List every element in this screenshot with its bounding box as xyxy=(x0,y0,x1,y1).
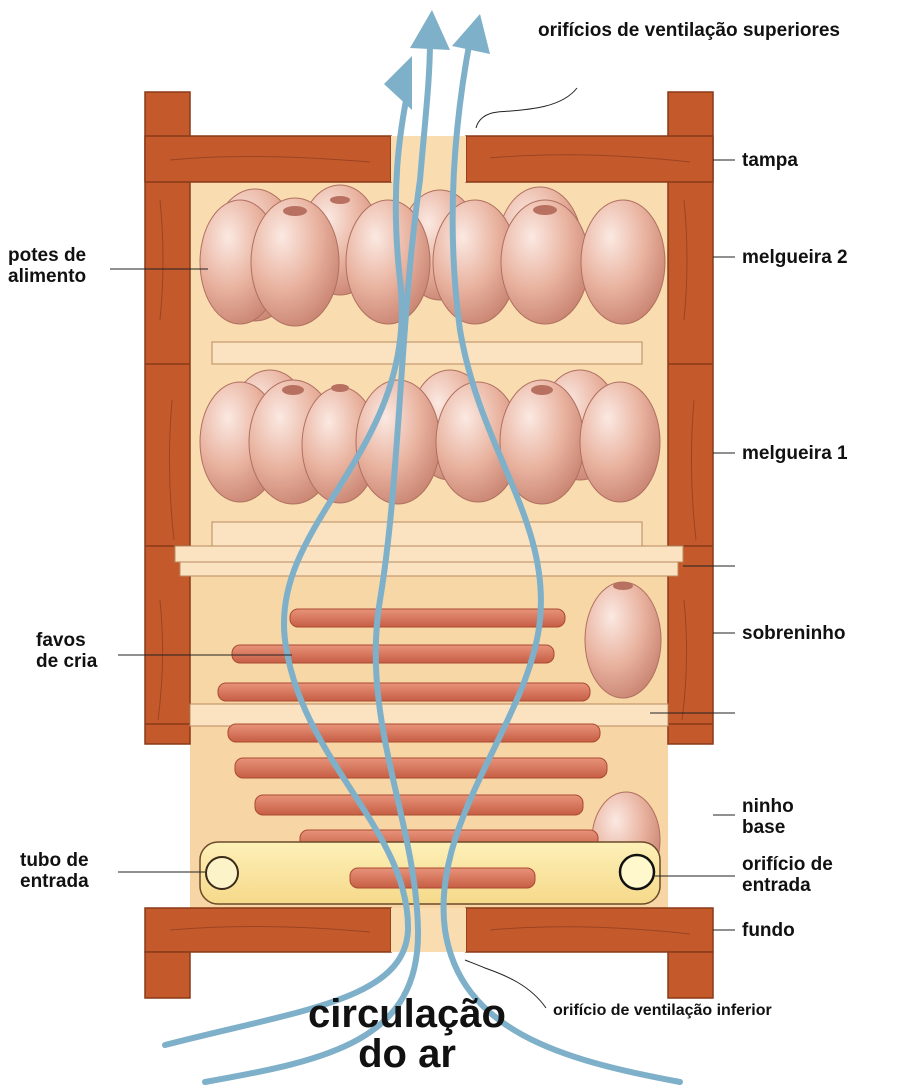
label-top-vents: orifícios de ventilação superiores xyxy=(538,20,840,41)
hive-lid xyxy=(145,136,713,182)
label-honey-super-2: melgueira 2 xyxy=(742,247,848,268)
label-food-pots-line2: alimento xyxy=(8,266,86,287)
right-post xyxy=(668,92,713,744)
label-base-nest: ninho base xyxy=(742,796,794,838)
label-food-pots: potes de alimento xyxy=(8,245,86,287)
label-upper-nest: sobreninho xyxy=(742,623,845,644)
label-food-pots-line1: potes de xyxy=(8,245,86,266)
entrance-tube xyxy=(200,842,660,904)
label-bottom: fundo xyxy=(742,920,795,941)
label-honey-super-1: melgueira 1 xyxy=(742,443,848,464)
air-arrowhead-center xyxy=(410,10,450,50)
label-brood-combs-line2: de cria xyxy=(36,651,97,672)
label-brood-combs: favos de cria xyxy=(36,630,97,672)
label-brood-combs-line1: favos xyxy=(36,630,97,651)
label-air-circulation-line1: circulação xyxy=(292,994,522,1034)
air-arrowhead-left xyxy=(384,56,412,110)
bottom-vent-hole xyxy=(391,908,466,952)
left-post xyxy=(145,92,190,744)
label-air-circulation: circulação do ar xyxy=(292,994,522,1074)
entrance-hole-circle xyxy=(620,855,654,889)
label-base-nest-line2: base xyxy=(742,817,794,838)
label-entrance-hole-line2: entrada xyxy=(742,875,833,896)
label-entrance-hole: orifício de entrada xyxy=(742,854,833,896)
shelf-sobreninho xyxy=(190,704,668,726)
hive-bottom xyxy=(145,908,713,998)
label-entrance-tube-line2: entrada xyxy=(20,871,89,892)
air-arrowhead-right xyxy=(452,14,490,54)
shelf-melgueira-1 xyxy=(212,522,642,546)
tube-entry-circle xyxy=(206,857,238,889)
label-air-circulation-line2: do ar xyxy=(292,1034,522,1074)
label-entrance-tube-line1: tubo de xyxy=(20,850,89,871)
divider-board-lower xyxy=(180,562,678,576)
label-lid: tampa xyxy=(742,150,798,171)
divider-board xyxy=(175,546,683,562)
shelf-melgueira-2 xyxy=(212,342,642,364)
label-entrance-hole-line1: orifício de xyxy=(742,854,833,875)
label-base-nest-line1: ninho xyxy=(742,796,794,817)
label-bottom-vent: orifício de ventilação inferior xyxy=(553,1000,772,1021)
label-entrance-tube: tubo de entrada xyxy=(20,850,89,892)
